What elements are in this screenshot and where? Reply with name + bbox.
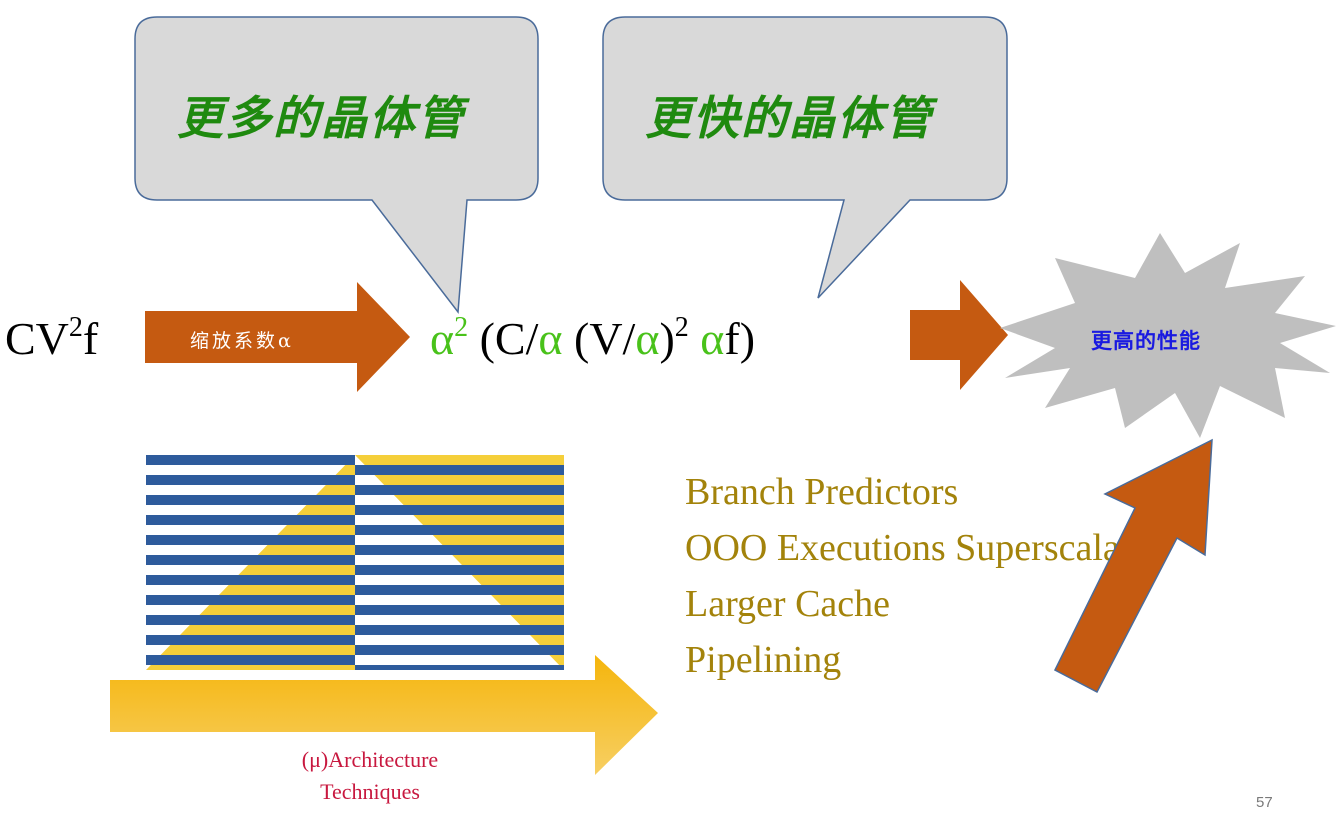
scaling-factor-label: 缩放系数α [190, 330, 294, 352]
callout-left [134, 16, 539, 315]
architecture-label-line2: Techniques [320, 779, 420, 804]
formula-alpha-2: α [538, 313, 563, 364]
formula-alpha-exponent: 2 [454, 312, 469, 343]
formula-lhs-tail: f [82, 313, 99, 364]
scaling-arrow [145, 282, 410, 392]
technique-item: Branch Predictors [685, 471, 959, 513]
formula-alpha-4: α [700, 313, 725, 364]
architecture-label-line1: (μ)Architecture [301, 747, 439, 772]
higher-performance-label: 更高的性能 [1091, 328, 1201, 353]
formula-part-close: ) [659, 313, 675, 364]
techniques-list: Branch Predictors OOO Executions Supersc… [685, 464, 1132, 688]
callout-left-text: 更多的晶体管 [177, 91, 465, 145]
formula-alpha-1: α [430, 313, 455, 364]
formula-lhs-base: CV [5, 313, 69, 364]
formula-lhs: CV2f [5, 312, 98, 365]
architecture-arrow [110, 655, 658, 775]
callout-right [602, 16, 1008, 299]
formula-rhs: α2 (C/α (V/α)2 αf) [430, 312, 755, 365]
formula-part-c: (C/ [468, 313, 539, 364]
technique-item: OOO Executions Superscalar [685, 527, 1133, 569]
formula-v-exponent: 2 [674, 312, 689, 343]
formula-part-v: (V/ [562, 313, 636, 364]
performance-starburst [1000, 233, 1336, 438]
technique-item: Pipelining [685, 639, 842, 681]
formula-alpha-3: α [635, 313, 660, 364]
technique-item: Larger Cache [685, 583, 891, 625]
formula-part-f: f) [724, 313, 756, 364]
result-arrow [910, 280, 1008, 390]
formula-lhs-exponent: 2 [68, 312, 83, 343]
callout-right-text: 更快的晶体管 [645, 91, 933, 145]
page-number: 57 [1256, 794, 1273, 811]
diagonal-up-arrow [1054, 438, 1213, 694]
formula-space [689, 313, 701, 364]
striped-triangle-graphic [146, 455, 564, 670]
architecture-techniques-label: (μ)Architecture Techniques [255, 744, 485, 808]
